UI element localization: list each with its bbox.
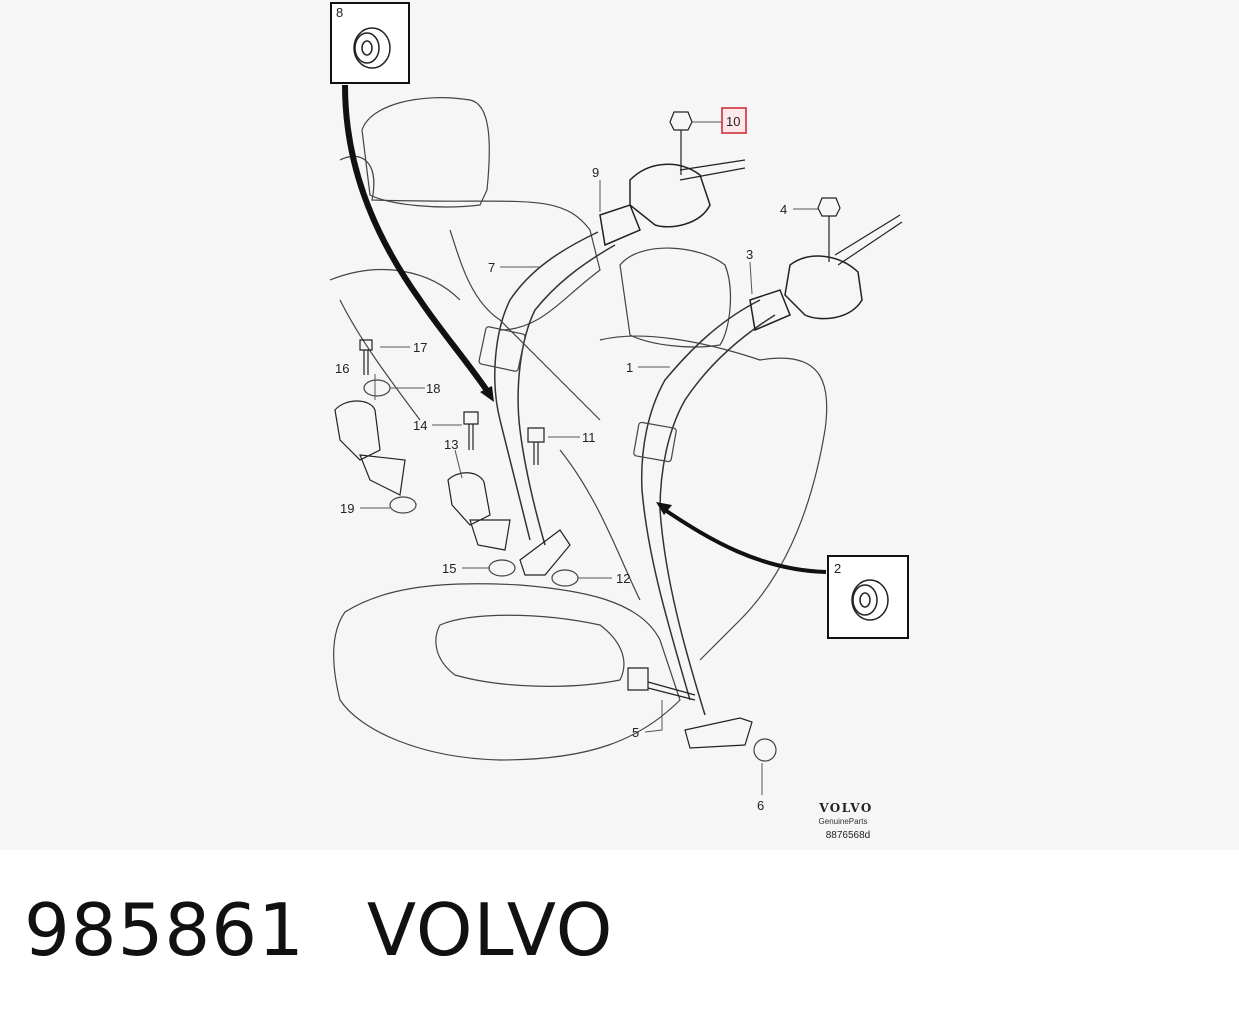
anchor-plate-right xyxy=(684,717,753,749)
callout-1: 1 xyxy=(626,360,633,375)
arrow-8-head xyxy=(480,386,494,402)
caption: 985861 VOLVO xyxy=(24,888,613,972)
callout-4: 4 xyxy=(780,202,787,217)
bolt-14 xyxy=(463,411,479,450)
leader-lines xyxy=(360,121,818,795)
anchor-plate-left xyxy=(519,529,571,576)
callout-15: 15 xyxy=(442,561,456,576)
bolt-5 xyxy=(627,667,696,701)
nut-4 xyxy=(817,197,841,262)
cushion-seam xyxy=(435,614,625,687)
callout-9: 9 xyxy=(592,165,599,180)
part-number: 985861 xyxy=(24,888,305,972)
callout-6: 6 xyxy=(757,798,764,813)
callout-10-highlight xyxy=(721,107,747,134)
nut-10 xyxy=(669,111,693,175)
inset-box-2 xyxy=(827,555,909,639)
arrow-2 xyxy=(663,508,827,574)
headrest-left xyxy=(361,97,490,208)
callout-10: 10 xyxy=(726,114,740,129)
callout-7: 7 xyxy=(488,260,495,275)
retractor-9-rod xyxy=(679,159,746,181)
grommet-8 xyxy=(353,27,391,69)
buckle-16 xyxy=(334,400,406,496)
callout-18: 18 xyxy=(426,381,440,396)
seat-cushion xyxy=(333,583,681,761)
washer-12 xyxy=(551,569,579,587)
belt-tongue-1 xyxy=(633,421,677,463)
callout-14: 14 xyxy=(413,418,427,433)
retractor-3-rod xyxy=(834,214,903,266)
parts-diagram: 8 10 9 4 3 7 1 17 16 18 14 11 13 19 2 15… xyxy=(329,2,909,841)
backrest-left xyxy=(339,155,601,331)
callout-16: 16 xyxy=(335,361,349,376)
washer-18 xyxy=(363,379,391,397)
callout-12: 12 xyxy=(616,571,630,586)
callout-5: 5 xyxy=(632,725,639,740)
caption-brand: VOLVO xyxy=(366,888,614,972)
buckle-13 xyxy=(447,472,511,551)
callout-11: 11 xyxy=(582,430,596,445)
washer-19 xyxy=(389,496,417,514)
washer-6 xyxy=(753,738,777,762)
grommet-2 xyxy=(851,579,889,621)
retractor-9 xyxy=(599,163,711,247)
backrest-middle xyxy=(449,229,601,421)
diagram-code: 8876568d xyxy=(826,830,871,841)
callout-13: 13 xyxy=(444,437,458,452)
bolt-11 xyxy=(527,427,545,465)
belt-webbing-7 xyxy=(494,231,616,546)
seatbelt-exploded-view: 8 10 9 4 3 7 1 17 16 18 14 11 13 19 2 15… xyxy=(329,2,909,841)
callout-3: 3 xyxy=(746,247,753,262)
arrow-8 xyxy=(342,84,493,397)
callout-2: 2 xyxy=(834,561,841,576)
backrest-right xyxy=(599,335,828,661)
bolt-17 xyxy=(359,339,373,375)
volvo-logo: VOLVO xyxy=(818,801,873,815)
callout-8: 8 xyxy=(336,5,343,20)
belt-tongue-7 xyxy=(478,326,526,372)
callout-17: 17 xyxy=(413,340,427,355)
arrow-2-head xyxy=(656,502,672,515)
logo-subtitle: GenuineParts xyxy=(819,817,868,826)
retractor-3 xyxy=(749,255,863,332)
belt-webbing-1 xyxy=(640,299,776,716)
callout-19: 19 xyxy=(340,501,354,516)
washer-15 xyxy=(488,559,516,577)
headrest-right xyxy=(619,247,732,348)
